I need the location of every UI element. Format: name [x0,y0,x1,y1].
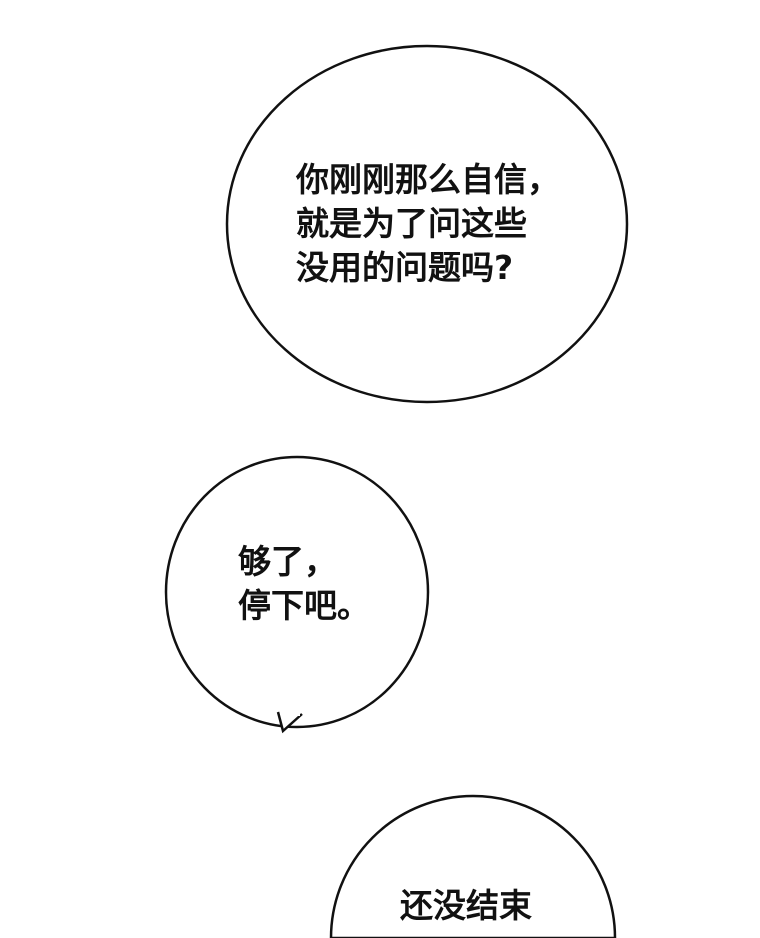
bubble-3-line: 还没结束 [400,886,532,925]
bubble-2-line: 够了， [238,542,337,581]
bubble-1-line: 你刚刚那么自信， [296,160,560,199]
bubble-1-line: 没用的问题吗? [296,248,514,287]
speech-bubble-2 [164,455,430,734]
bubble-2-text: 够了， 停下吧。 [238,540,370,628]
bubble-1-text: 你刚刚那么自信， 就是为了问这些 没用的问题吗? [296,158,560,290]
bubble-1-line: 就是为了问这些 [296,204,527,243]
speech-bubble-3 [329,794,617,938]
bubble-2-line: 停下吧。 [238,586,370,625]
speech-bubble-1 [225,44,629,404]
bubble-3-text: 还没结束 [400,884,532,928]
